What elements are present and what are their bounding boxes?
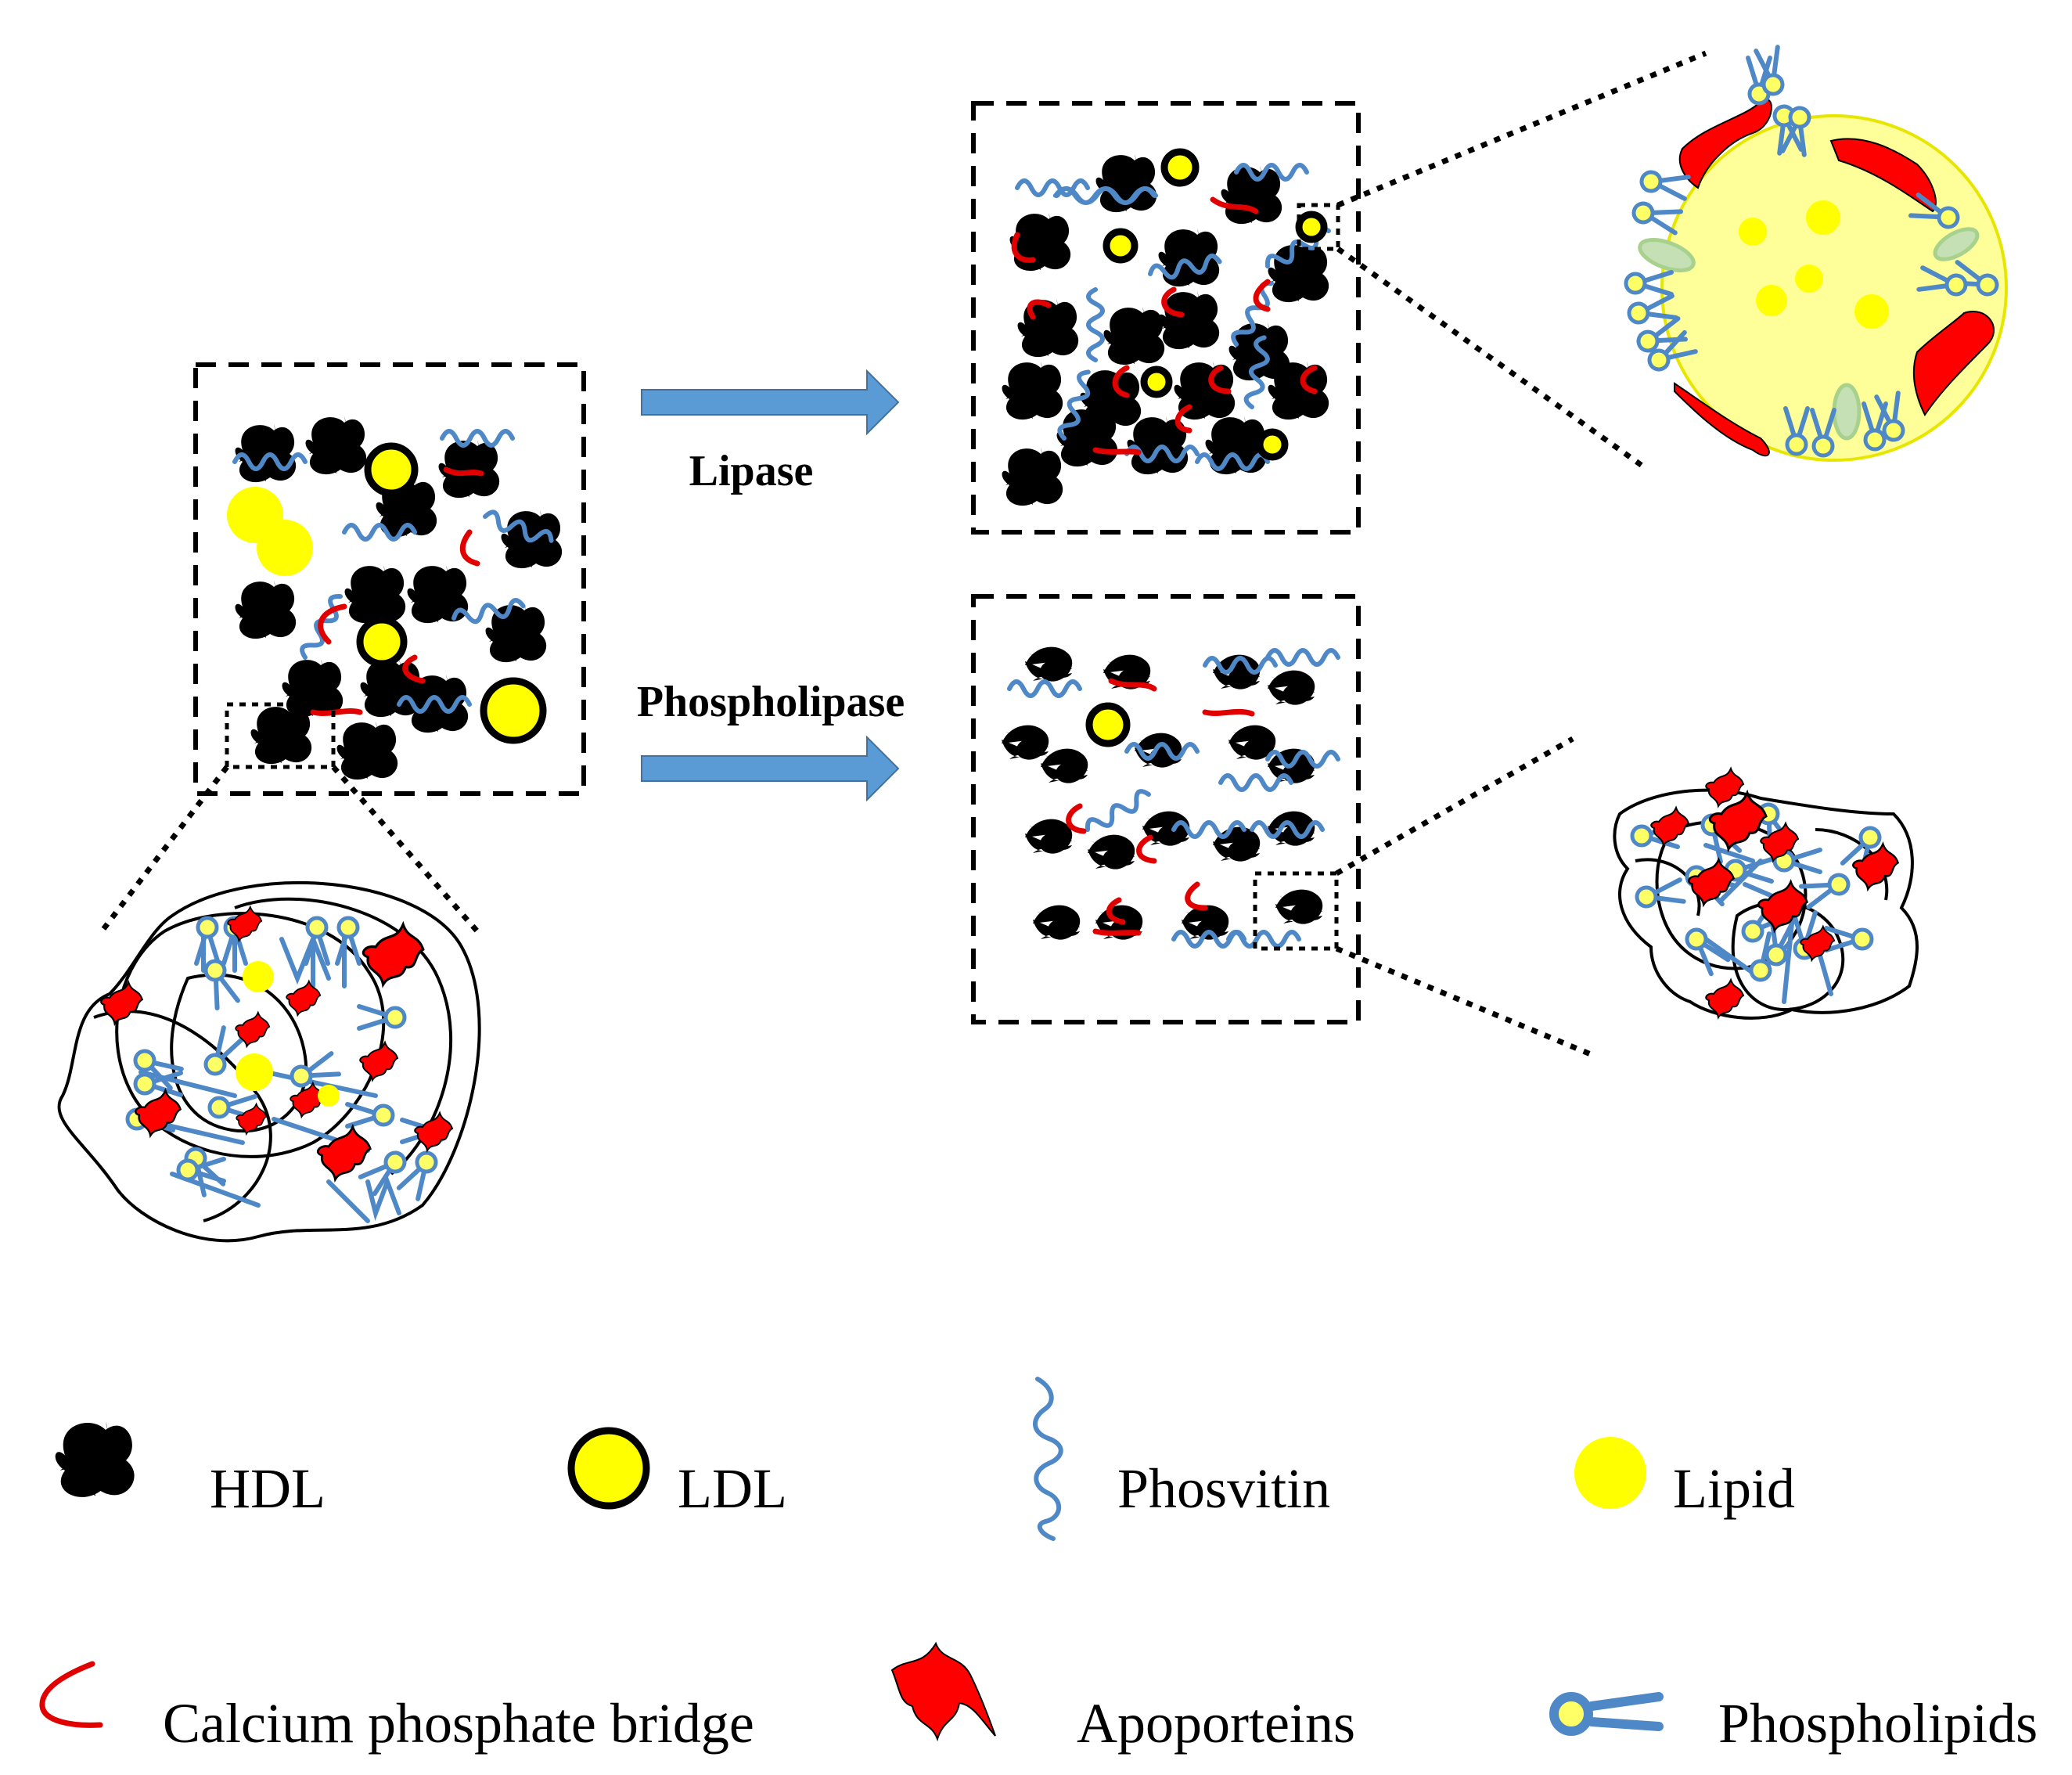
phospholipid-icon: [1549, 1692, 1664, 1736]
ldl-detail: [1626, 47, 2008, 462]
lipase-treated-box: [971, 101, 1361, 535]
calcium-bridges-phospholipase: [1066, 678, 1255, 936]
phospholipase-label: Phospholipase: [637, 678, 905, 726]
calcium-bridge-icon: [39, 1661, 103, 1728]
ldl-lipase: [1103, 148, 1328, 461]
legend-calcium-bridge: Calcium phosphate bridge: [39, 1661, 754, 1755]
legend-lipid-label: Lipid: [1673, 1457, 1795, 1520]
phospholipid-lattice: [138, 929, 401, 1223]
legend: HDL LDL Phosvitin Lipid Calcium phosphat…: [39, 1377, 2038, 1755]
legend-calcium-bridge-label: Calcium phosphate bridge: [163, 1692, 754, 1755]
legend-phospholipids: Phospholipids: [1549, 1692, 2038, 1755]
ldl-native: [227, 442, 547, 744]
legend-ldl-label: LDL: [678, 1457, 787, 1520]
phospholipase-arrow: Phospholipase: [637, 678, 905, 802]
phospholipase-treated-box: [971, 594, 1361, 1024]
hdl-loose-cluster: [998, 642, 1326, 947]
native-hdl-detail: [57, 880, 481, 1243]
lipase-arrow: Lipase: [641, 369, 900, 495]
lipase-label: Lipase: [689, 447, 814, 495]
legend-ldl: LDL: [567, 1427, 787, 1520]
legend-hdl: HDL: [55, 1421, 326, 1520]
ldl-apoproteins: [1674, 99, 1995, 457]
hdl-icon: [55, 1421, 135, 1497]
phospholipase-hdl-detail: [1613, 768, 1919, 1020]
legend-hdl-label: HDL: [210, 1457, 326, 1520]
native-granule-box: [193, 362, 586, 796]
legend-phosvitin: Phosvitin: [1033, 1377, 1330, 1541]
legend-phosvitin-label: Phosvitin: [1117, 1457, 1330, 1520]
lipid-icon: [1574, 1437, 1646, 1509]
legend-lipid: Lipid: [1574, 1437, 1795, 1520]
phosvitin-icon: [1033, 1377, 1063, 1541]
ldl-protein-green: [1638, 227, 1980, 441]
apoproteins-native: [100, 906, 453, 1181]
apoprotein-icon: [890, 1641, 996, 1742]
calcium-bridges-lipase: [1011, 196, 1318, 455]
calcium-bridges-native: [310, 466, 484, 716]
ldl-icon: [567, 1427, 650, 1510]
legend-phospholipids-label: Phospholipids: [1718, 1692, 2038, 1755]
legend-apoproteins-label: Apoporteins: [1077, 1692, 1355, 1755]
legend-apoproteins: Apoporteins: [890, 1641, 1355, 1755]
